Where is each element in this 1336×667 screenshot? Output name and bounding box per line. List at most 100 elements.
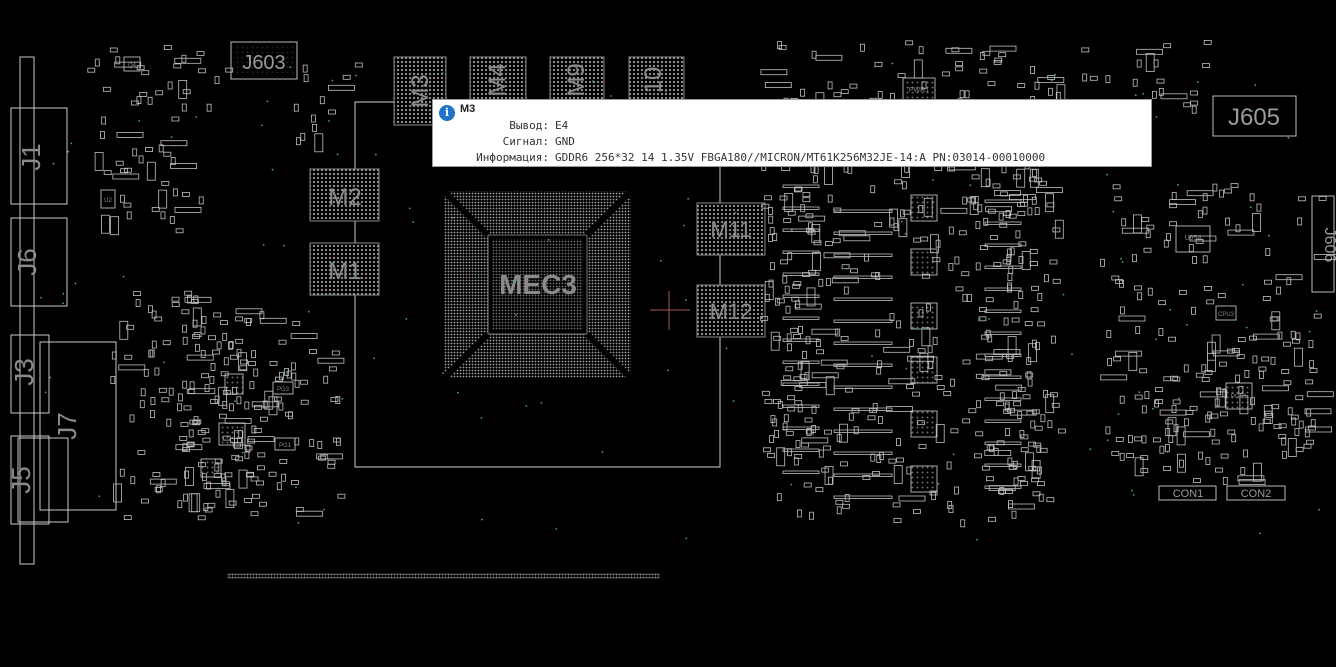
smd-component	[955, 286, 964, 292]
resistor-array	[833, 363, 893, 367]
smd-component	[1206, 299, 1215, 305]
smd-component	[804, 372, 810, 381]
smd-component	[1128, 351, 1138, 371]
test-point	[285, 371, 288, 374]
smd-component	[987, 81, 996, 86]
smd-component	[136, 65, 145, 71]
resistor-array	[833, 407, 893, 411]
smd-component	[1003, 211, 1012, 217]
smd-component	[945, 47, 973, 54]
smd-component	[151, 206, 160, 212]
gpu-label: MEC3	[499, 269, 577, 300]
smd-component	[197, 515, 206, 521]
small-ic-q4[interactable]: Q4	[123, 56, 141, 72]
smd-component	[918, 444, 927, 449]
smd-component	[160, 140, 188, 147]
smd-component	[1305, 426, 1332, 433]
smd-component	[1216, 388, 1226, 408]
smd-component	[1188, 244, 1194, 252]
smd-component	[197, 462, 206, 468]
small-ic-cpu3[interactable]: CPU3	[1215, 305, 1237, 321]
smd-component	[186, 442, 195, 448]
smd-component	[816, 339, 821, 348]
smd-component	[262, 400, 268, 409]
j605-label: J605	[1228, 104, 1280, 131]
smd-component	[818, 449, 824, 458]
connector-con2[interactable]: CON2	[1226, 485, 1286, 501]
smd-component	[328, 366, 337, 372]
small-ic-u954[interactable]: U954	[1175, 225, 1211, 253]
test-point	[937, 482, 940, 485]
cpu3-label: CPU3	[1218, 312, 1235, 318]
m10-label: 10	[640, 67, 667, 94]
connector-j605[interactable]: J605	[1212, 95, 1297, 137]
memory-chip-m12[interactable]: M12	[696, 284, 766, 338]
smd-component	[140, 388, 146, 397]
u2-label: U2	[104, 198, 112, 204]
memory-chip-m10[interactable]: 10	[628, 56, 685, 102]
smd-component	[149, 349, 155, 358]
small-ic-u2[interactable]: U2	[100, 189, 116, 209]
gpu-chip[interactable]: MEC3	[441, 188, 634, 381]
test-point	[1155, 338, 1158, 341]
test-point	[540, 402, 543, 404]
smd-component	[778, 45, 787, 50]
smd-component	[166, 418, 172, 427]
connector-j606[interactable]: J606	[1311, 195, 1336, 293]
smd-component	[1203, 40, 1212, 45]
smd-component	[1013, 300, 1019, 309]
test-point	[1169, 308, 1172, 311]
smd-component	[310, 114, 316, 123]
smd-component	[1287, 438, 1297, 458]
smd-component	[1168, 336, 1176, 342]
memory-chip-m2[interactable]: M2	[309, 168, 380, 222]
smd-component	[145, 147, 154, 152]
smd-component	[893, 464, 903, 484]
smd-component	[1141, 435, 1147, 444]
smd-component	[948, 226, 954, 235]
smd-component	[823, 252, 851, 259]
smd-component	[207, 502, 216, 508]
smd-component	[1015, 230, 1021, 239]
smd-component	[1264, 279, 1272, 285]
test-point	[295, 486, 297, 489]
smd-component	[206, 481, 211, 490]
smd-component	[912, 391, 920, 397]
smd-component	[285, 411, 293, 417]
test-point	[1054, 73, 1056, 76]
smd-component	[998, 212, 1004, 221]
smd-component	[323, 375, 329, 384]
smd-component	[1007, 457, 1013, 466]
small-ic-pg1[interactable]: PG1	[274, 437, 296, 451]
test-point	[331, 294, 333, 296]
test-point	[222, 484, 225, 487]
smd-component	[1006, 256, 1012, 265]
smd-component	[1190, 100, 1198, 106]
left-io-connectors	[10, 56, 117, 565]
smd-component	[999, 222, 1008, 228]
memory-chip-m1[interactable]: M1	[309, 242, 380, 296]
smd-component	[919, 352, 929, 372]
small-ic-pwr1[interactable]: PWR1	[902, 77, 936, 101]
smd-component	[238, 430, 244, 439]
smd-component	[917, 420, 925, 426]
small-ic-pg3[interactable]: PG3	[272, 381, 294, 395]
smd-component	[110, 376, 116, 385]
smd-component	[1236, 354, 1245, 359]
connector-j603[interactable]: J603	[230, 41, 298, 80]
pin-value: E4	[555, 119, 569, 132]
smd-component	[792, 283, 801, 289]
test-point	[790, 229, 793, 232]
smd-component	[101, 116, 106, 125]
connector-con1[interactable]: CON1	[1158, 485, 1217, 501]
smd-component	[1313, 313, 1322, 319]
smd-component	[990, 235, 998, 240]
smd-component	[327, 463, 336, 469]
smd-component	[222, 435, 231, 441]
smd-component	[197, 430, 206, 435]
smd-component	[864, 253, 869, 262]
memory-chip-m4[interactable]: M4	[469, 56, 527, 102]
memory-chip-m9[interactable]: M9	[549, 56, 605, 102]
memory-chip-m11[interactable]: M11	[696, 202, 766, 256]
